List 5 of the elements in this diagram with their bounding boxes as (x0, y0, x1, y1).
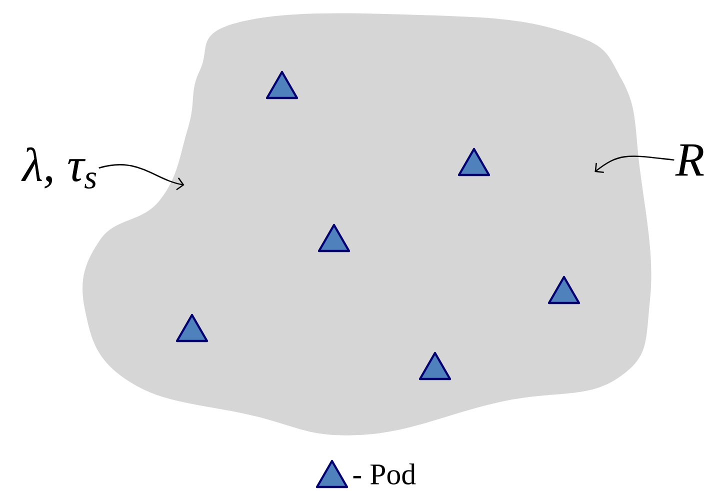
legend-label: - Pod (353, 463, 416, 484)
arrow (594, 156, 674, 173)
arrow (98, 164, 184, 190)
math-label: R (675, 144, 704, 176)
math-label: λ, τ$_{s}$ (21, 147, 96, 189)
